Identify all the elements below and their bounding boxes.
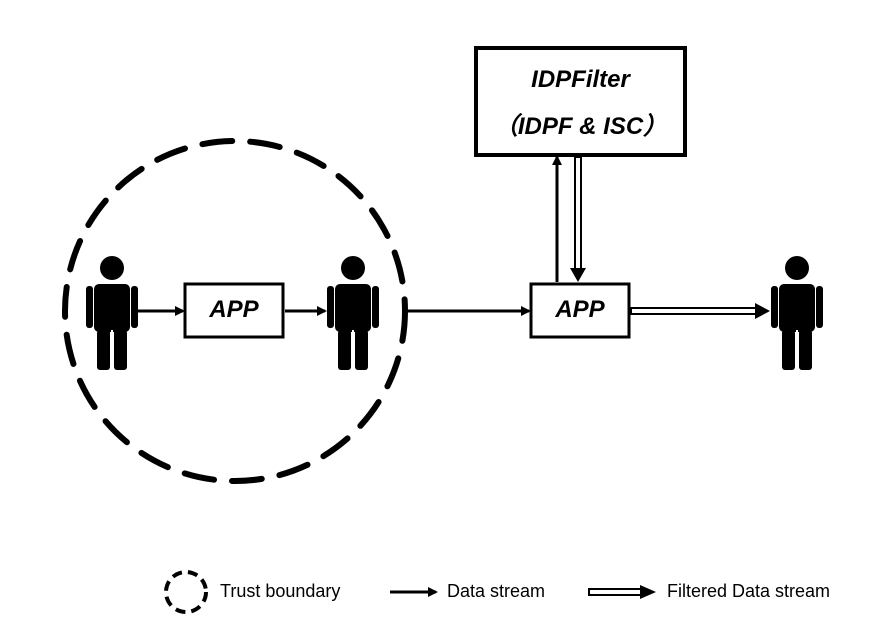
person-icon <box>86 256 138 370</box>
filter-box <box>474 46 687 157</box>
legend-trust-boundary-icon <box>164 570 208 614</box>
legend-trust-boundary-label: Trust boundary <box>220 581 341 601</box>
filter-box-title: IDPFilter <box>531 66 630 93</box>
legend-filtered-data-stream-icon <box>588 585 656 599</box>
app-right-box <box>529 282 631 339</box>
legend-filtered-data-stream-label: Filtered Data stream <box>667 581 831 601</box>
filter-box-subtitle: （IDPF & ISC） <box>493 113 668 140</box>
app-right-label: APP <box>555 296 605 323</box>
person-icon <box>771 256 823 370</box>
person-icon <box>327 256 379 370</box>
legend-data-stream-label: Data stream <box>447 581 546 601</box>
app-left-label: APP <box>209 296 259 323</box>
filtered-data-stream-arrow <box>630 303 770 319</box>
filtered-data-stream-arrow <box>570 156 586 282</box>
app-left-box <box>183 282 285 339</box>
trust-boundary-circle <box>62 138 408 484</box>
